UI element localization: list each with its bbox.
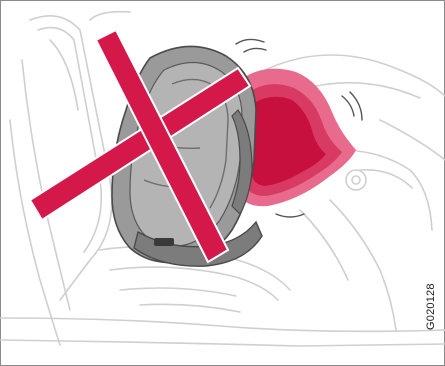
figure-code-label: G020128 [421,262,441,352]
